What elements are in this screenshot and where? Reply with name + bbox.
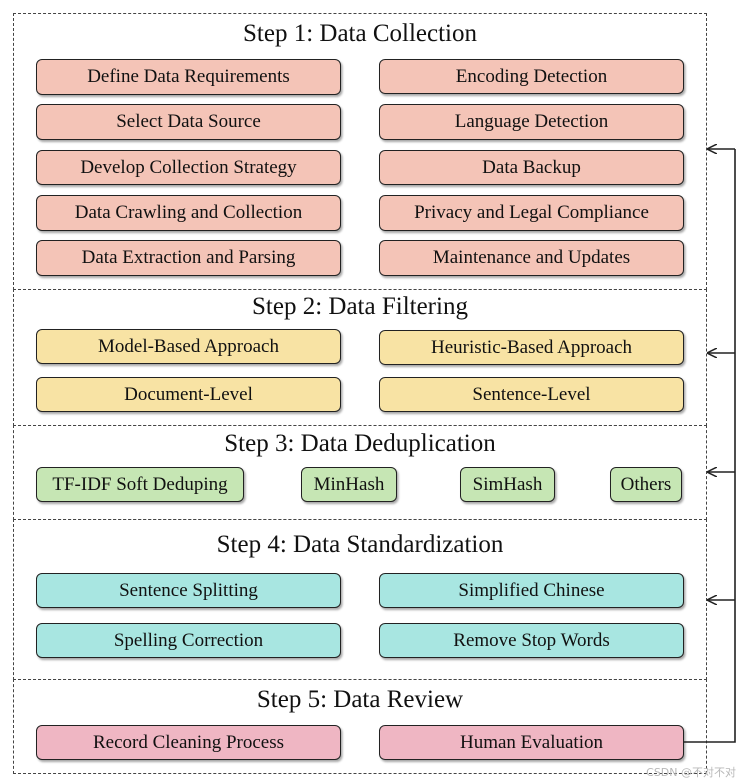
step-2-item-model-based-approach: Model-Based Approach [36, 329, 341, 364]
step-2-item-sentence-level: Sentence-Level [379, 377, 684, 412]
step-4-item-simplified-chinese: Simplified Chinese [379, 573, 684, 608]
step-1-item-develop-collection-strategy: Develop Collection Strategy [36, 150, 341, 185]
step-1-item-select-data-source: Select Data Source [36, 104, 341, 140]
step-1-item-language-detection: Language Detection [379, 104, 684, 140]
step-5-section: Step 5: Data Review [13, 679, 707, 774]
watermark: CSDN @不对不对 [646, 766, 736, 779]
step-1-item-encoding-detection: Encoding Detection [379, 59, 684, 94]
step-5-title: Step 5: Data Review [256, 686, 464, 713]
feedback-line-main [684, 149, 736, 743]
step-5-item-record-cleaning-process: Record Cleaning Process [36, 725, 341, 760]
step-4-item-remove-stop-words: Remove Stop Words [379, 623, 684, 658]
step-1-title: Step 1: Data Collection [243, 20, 477, 47]
step-1-item-data-backup: Data Backup [379, 150, 684, 185]
step-4-item-spelling-correction: Spelling Correction [36, 623, 341, 658]
step-3-item-tf-idf-soft-deduping: TF-IDF Soft Deduping [36, 467, 244, 502]
step-4-section: Step 4: Data Standardization [13, 519, 707, 680]
step-1-item-maintenance-and-updates: Maintenance and Updates [379, 240, 684, 276]
step-4-item-sentence-splitting: Sentence Splitting [36, 573, 341, 608]
step-2-item-heuristic-based-approach: Heuristic-Based Approach [379, 330, 684, 365]
step-3-item-minhash: MinHash [301, 467, 397, 502]
step-3-item-others: Others [610, 467, 682, 502]
step-2-title: Step 2: Data Filtering [252, 293, 468, 320]
step-1-item-define-data-requirements: Define Data Requirements [36, 59, 341, 95]
step-2-item-document-level: Document-Level [36, 377, 341, 412]
step-1-item-privacy-and-legal-compliance: Privacy and Legal Compliance [379, 195, 684, 231]
step-3-title: Step 3: Data Deduplication [224, 430, 496, 457]
step-5-item-human-evaluation: Human Evaluation [379, 725, 684, 760]
step-1-item-data-extraction-and-parsing: Data Extraction and Parsing [36, 240, 341, 276]
step-3-item-simhash: SimHash [460, 467, 555, 502]
step-4-title: Step 4: Data Standardization [216, 531, 504, 558]
step-1-item-data-crawling-and-collection: Data Crawling and Collection [36, 195, 341, 231]
